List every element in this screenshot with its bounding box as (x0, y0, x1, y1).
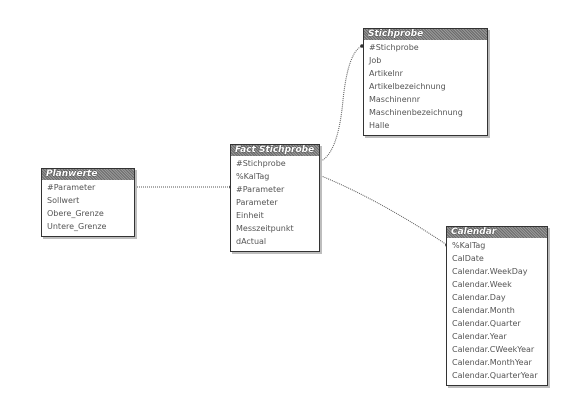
field-item[interactable]: Einheit (236, 211, 264, 220)
table-title[interactable]: Stichprobe (364, 29, 487, 40)
field-item[interactable]: Sollwert (47, 196, 80, 205)
field-item[interactable]: Calendar.Week (452, 280, 512, 289)
field-item[interactable]: %KalTag (452, 241, 486, 250)
field-item[interactable]: Calendar.Day (452, 293, 506, 302)
field-item[interactable]: Messzeitpunkt (236, 224, 294, 233)
field-item[interactable]: Untere_Grenze (47, 222, 107, 231)
field-item[interactable]: Calendar.WeekDay (452, 267, 528, 276)
field-item[interactable]: Calendar.Year (452, 332, 507, 341)
field-item[interactable]: #Parameter (47, 183, 96, 192)
field-item[interactable]: Calendar.CWeekYear (452, 345, 535, 354)
field-item[interactable]: Obere_Grenze (47, 209, 104, 218)
field-item[interactable]: Parameter (236, 198, 278, 207)
field-item[interactable]: Maschinennr (369, 95, 421, 104)
field-list: %KalTag CalDate Calendar.WeekDay Calenda… (447, 238, 547, 385)
field-item[interactable]: Job (369, 56, 382, 65)
field-list: #Parameter Sollwert Obere_Grenze Untere_… (42, 180, 134, 236)
field-item[interactable]: Artikelnr (369, 69, 403, 78)
table-calendar[interactable]: Calendar %KalTag CalDate Calendar.WeekDa… (446, 226, 548, 386)
anchor-stichprobe (360, 44, 364, 48)
field-item[interactable]: Calendar.MonthYear (452, 358, 532, 367)
field-item[interactable]: Artikelbezeichnung (369, 82, 446, 91)
field-item[interactable]: Calendar.Month (452, 306, 515, 315)
field-item[interactable]: #Parameter (236, 185, 285, 194)
field-item[interactable]: CalDate (452, 254, 484, 263)
table-title[interactable]: Calendar (447, 227, 547, 238)
table-title[interactable]: Planwerte (42, 169, 134, 180)
field-list: #Stichprobe %KalTag #Parameter Parameter… (231, 156, 319, 251)
field-item[interactable]: %KalTag (236, 172, 270, 181)
field-item[interactable]: Halle (369, 121, 390, 130)
field-item[interactable]: #Stichprobe (369, 43, 419, 52)
field-list: #Stichprobe Job Artikelnr Artikelbezeich… (364, 40, 487, 135)
field-item[interactable]: Calendar.QuarterYear (452, 371, 538, 380)
field-item[interactable]: Calendar.Quarter (452, 319, 521, 328)
field-item[interactable]: dActual (236, 237, 267, 246)
table-stichprobe[interactable]: Stichprobe #Stichprobe Job Artikelnr Art… (363, 28, 488, 136)
connector-fact-stichprobe (318, 45, 363, 163)
table-title[interactable]: Fact Stichprobe (231, 145, 319, 156)
connector-fact-calendar (318, 174, 448, 246)
table-planwerte[interactable]: Planwerte #Parameter Sollwert Obere_Gren… (41, 168, 135, 237)
table-fact-stichprobe[interactable]: Fact Stichprobe #Stichprobe %KalTag #Par… (230, 144, 320, 252)
field-item[interactable]: Maschinenbezeichnung (369, 108, 463, 117)
field-item[interactable]: #Stichprobe (236, 159, 286, 168)
